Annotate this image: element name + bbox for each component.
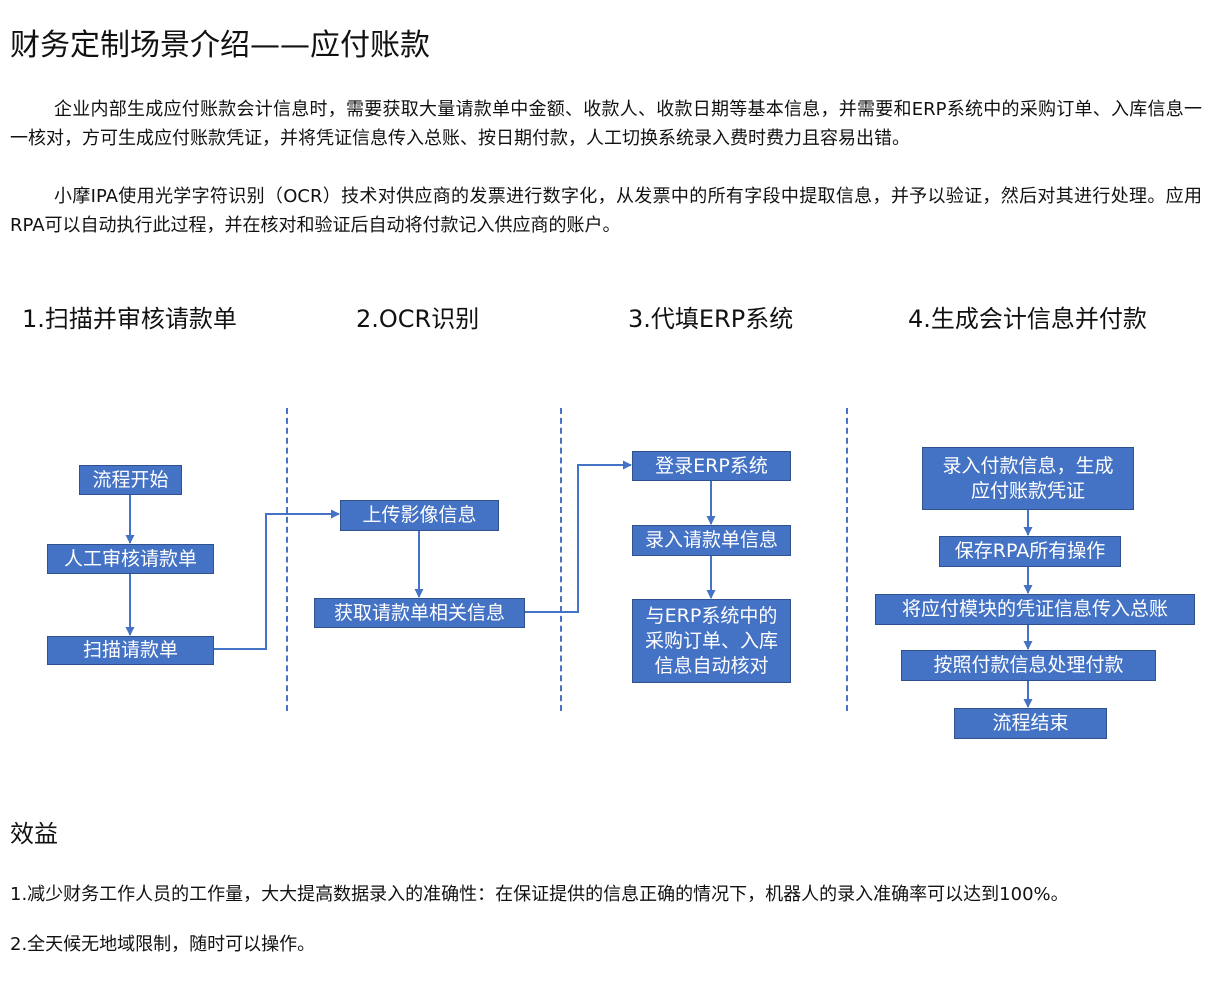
scan-request-box: 扫描请款单 (47, 636, 214, 665)
step-1-heading: 1.扫描并审核请款单 (22, 305, 237, 333)
step-2-heading: 2.OCR识别 (356, 305, 480, 333)
process-payment-box: 按照付款信息处理付款 (901, 650, 1156, 681)
fetch-request-info-box: 获取请款单相关信息 (314, 598, 525, 628)
login-erp-box: 登录ERP系统 (632, 451, 791, 481)
page-title: 财务定制场景介绍——应付账款 (10, 28, 430, 63)
benefits-title: 效益 (10, 820, 58, 848)
erp-auto-check-box: 与ERP系统中的 采购订单、入库 信息自动核对 (632, 599, 791, 683)
enter-request-info-box: 录入请款单信息 (632, 525, 791, 556)
enter-payment-info-box: 录入付款信息，生成 应付账款凭证 (922, 447, 1134, 510)
connector-arrow (525, 460, 632, 613)
step-4-heading: 4.生成会计信息并付款 (908, 305, 1147, 333)
intro-paragraph-1: 企业内部生成应付账款会计信息时，需要获取大量请款单中金额、收款人、收款日期等基本… (10, 99, 1202, 149)
stage-divider (846, 408, 848, 711)
stage-divider (286, 408, 288, 711)
connector-arrow (214, 509, 340, 650)
step-3-heading: 3.代填ERP系统 (628, 305, 794, 333)
upload-image-box: 上传影像信息 (340, 500, 499, 531)
intro-paragraph-2: 小摩IPA使用光学字符识别（OCR）技术对供应商的发票进行数字化，从发票中的所有… (10, 186, 1202, 236)
transfer-voucher-box: 将应付模块的凭证信息传入总账 (875, 594, 1195, 625)
benefit-item-1: 1.减少财务工作人员的工作量，大大提高数据录入的准确性：在保证提供的信息正确的情… (10, 884, 1069, 905)
save-rpa-ops-box: 保存RPA所有操作 (939, 536, 1121, 567)
benefit-item-2: 2.全天候无地域限制，随时可以操作。 (10, 934, 316, 955)
manual-review-box: 人工审核请款单 (47, 544, 214, 574)
flow-start-box: 流程开始 (79, 465, 182, 495)
stage-divider (560, 408, 562, 711)
flow-end-box: 流程结束 (954, 708, 1107, 739)
